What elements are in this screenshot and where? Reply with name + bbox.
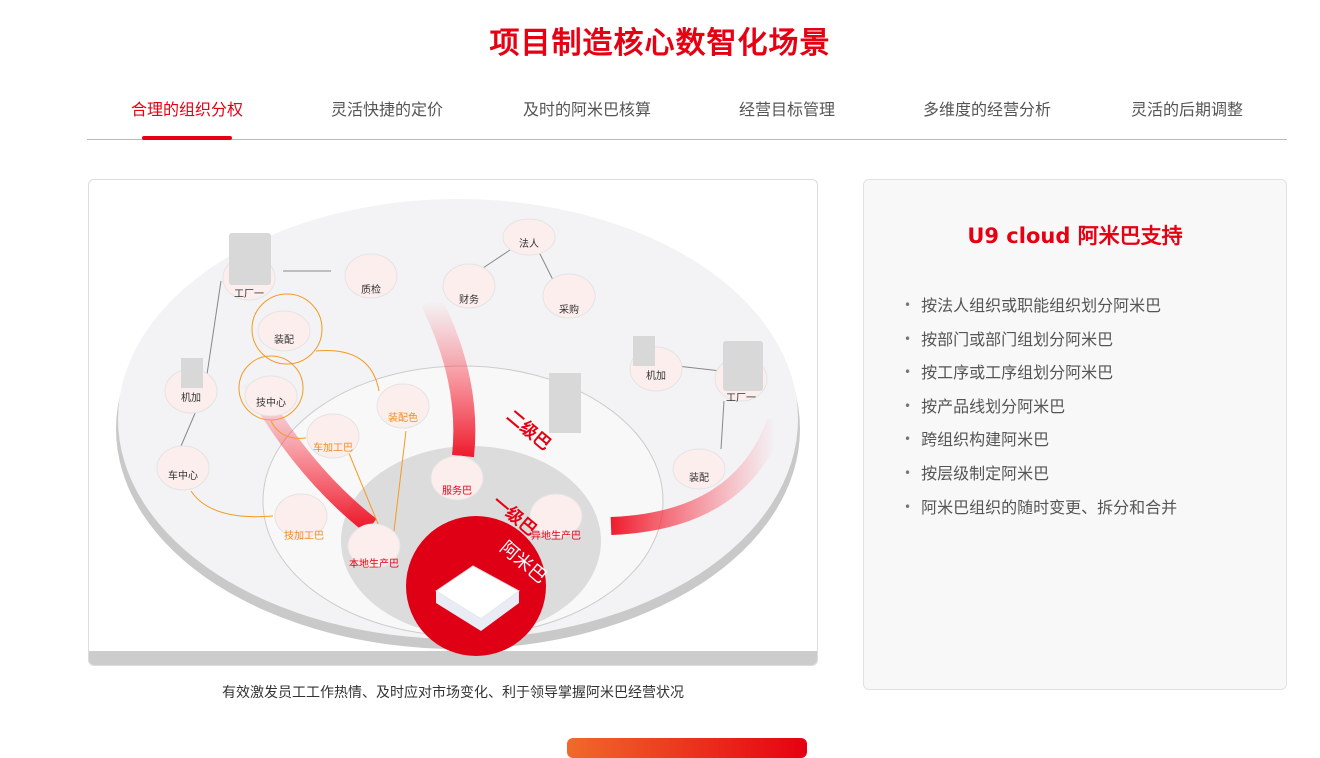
node-service: 服务巴	[442, 484, 472, 497]
list-item: 按法人组织或职能组织划分阿米巴	[904, 290, 1286, 324]
diagram-caption: 有效激发员工工作热情、及时应对市场变化、利于领导掌握阿米巴经营状况	[222, 685, 684, 701]
node-legal: 法人	[519, 237, 539, 250]
node-tech-center: 技中心	[256, 396, 286, 409]
node-finance: 财务	[459, 293, 479, 306]
node-assembly-color: 装配色	[388, 411, 418, 424]
node-car-center: 车中心	[168, 469, 198, 482]
tab-analysis[interactable]: 多维度的经营分析	[922, 100, 1051, 119]
list-item: 按工序或工序组划分阿米巴	[904, 357, 1286, 391]
page-title: 项目制造核心数智化场景	[489, 26, 831, 61]
tab-amiba-accounting[interactable]: 及时的阿米巴核算	[522, 100, 651, 119]
node-quality: 质检	[361, 283, 381, 296]
node-assembly2: 装配	[689, 471, 709, 484]
scenario-tabs: 合理的组织分权 灵活快捷的定价 及时的阿米巴核算 经营目标管理 多维度的经营分析…	[87, 86, 1287, 140]
node-factory1: 工厂一	[234, 289, 264, 300]
list-item: 按层级制定阿米巴	[904, 458, 1286, 492]
list-item: 按产品线划分阿米巴	[904, 391, 1286, 425]
arrow-to-service	[421, 296, 476, 458]
node-purchase: 采购	[559, 303, 579, 316]
amiba-diagram-card: 工厂一 质检 法人 财务 采购 装配 机加 技中心 车中心 机加 工厂一 装配 …	[88, 179, 818, 666]
node-assembly: 装配	[274, 333, 294, 346]
amiba-box-side	[436, 591, 519, 631]
list-item: 跨组织构建阿米巴	[904, 424, 1286, 458]
feature-list: 按法人组织或职能组织划分阿米巴 按部门或部门组划分阿米巴 按工序或工序组划分阿米…	[904, 290, 1286, 525]
tab-target-management[interactable]: 经营目标管理	[738, 100, 835, 119]
panel-title: U9 cloud 阿米巴支持	[967, 224, 1183, 248]
list-item: 按部门或部门组划分阿米巴	[904, 324, 1286, 358]
tab-org-decentralization[interactable]: 合理的组织分权	[87, 86, 287, 140]
node-tech-work: 技加工巴	[284, 529, 324, 542]
server-icons	[181, 233, 763, 433]
arrow-to-remote	[610, 417, 785, 535]
node-car-work: 车加工巴	[313, 441, 353, 454]
node-machining: 机加	[181, 391, 201, 404]
amiba-support-panel: U9 cloud 阿米巴支持 按法人组织或职能组织划分阿米巴 按部门或部门组划分…	[863, 179, 1287, 690]
cta-button[interactable]	[567, 738, 807, 758]
orange-connectors	[190, 293, 407, 532]
node-remote-prod: 异地生产巴	[531, 529, 581, 542]
node-machining2: 机加	[646, 369, 666, 382]
card-base	[89, 651, 817, 665]
amiba-diagram: 工厂一 质检 法人 财务 采购 装配 机加 技中心 车中心 机加 工厂一 装配 …	[89, 199, 817, 665]
node-local-prod: 本地生产巴	[349, 557, 399, 570]
tab-adjustment[interactable]: 灵活的后期调整	[1130, 100, 1243, 119]
list-item: 阿米巴组织的随时变更、拆分和合并	[904, 492, 1286, 526]
node-factory2: 工厂一	[726, 393, 756, 404]
tab-pricing[interactable]: 灵活快捷的定价	[330, 100, 443, 119]
